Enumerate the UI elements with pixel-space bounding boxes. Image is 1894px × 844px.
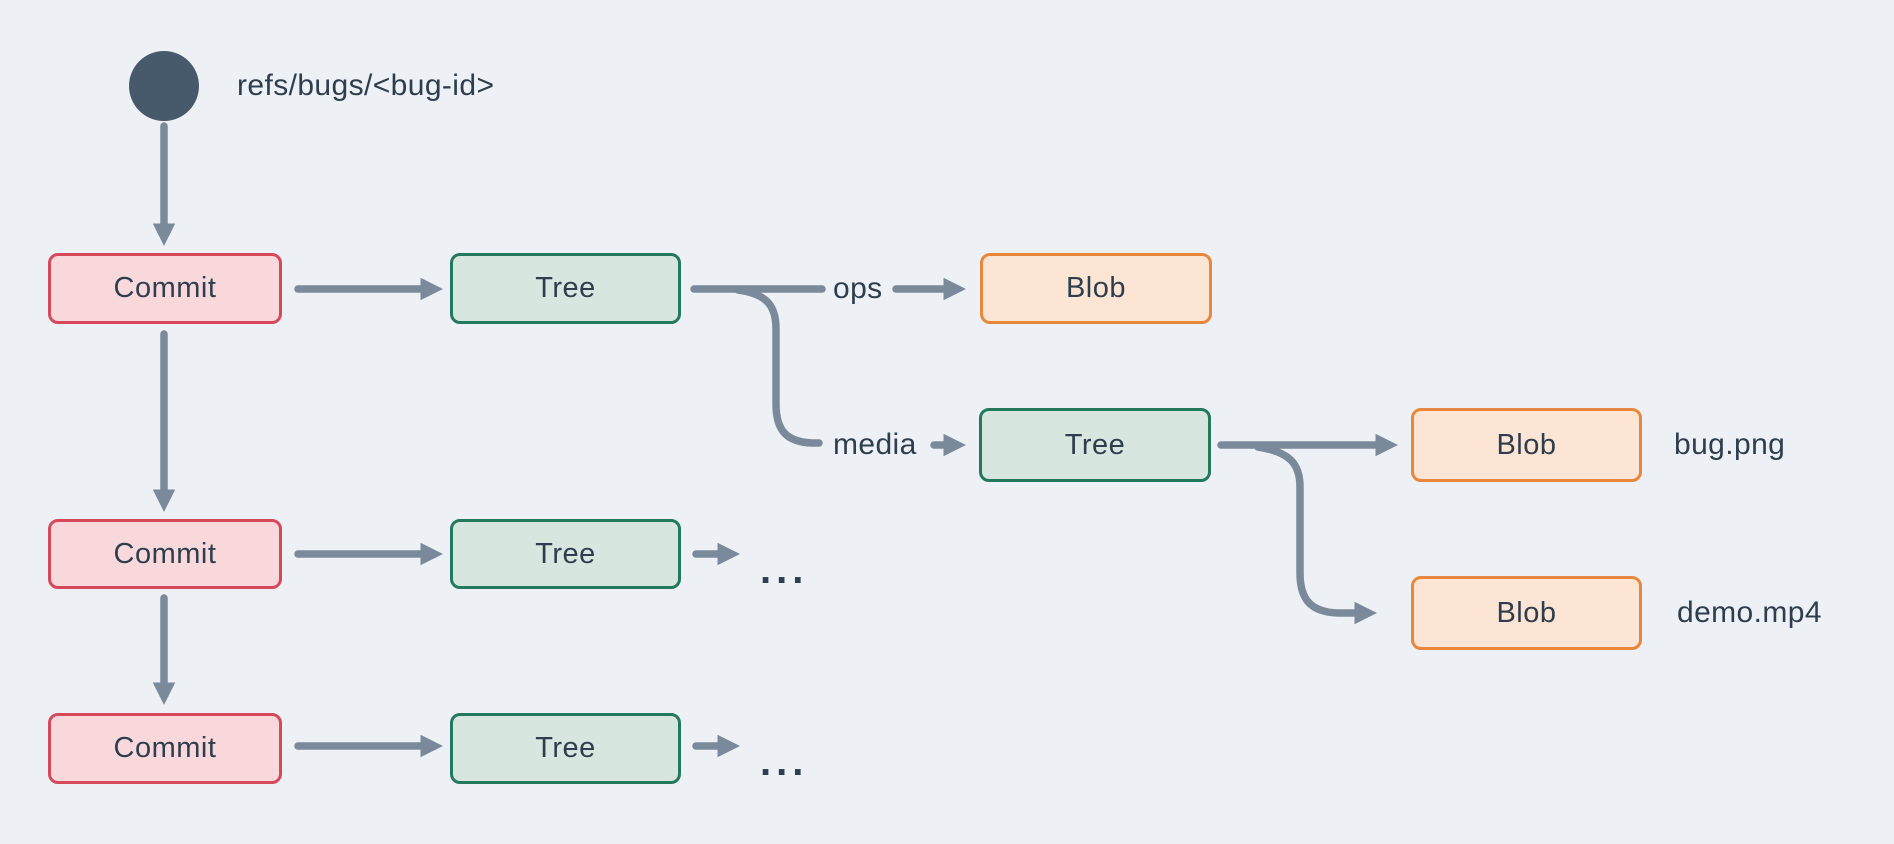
edge-label-ops: ops: [833, 272, 883, 305]
edge-tree1-to-media: [734, 286, 823, 447]
tree-node-2: Tree: [450, 519, 681, 589]
edge-label-media: media: [833, 428, 917, 461]
ref-dot-icon: [129, 51, 199, 121]
blob-node-ops: Blob: [980, 253, 1212, 324]
edge-mediatree-to-blob-demo: [1254, 443, 1377, 625]
ellipsis-row3: ...: [760, 740, 809, 784]
commit-node-1: Commit: [48, 253, 282, 324]
ellipsis-row2: ...: [760, 548, 809, 592]
blob-node-demo: Blob: [1411, 576, 1642, 650]
blob-node-bug: Blob: [1411, 408, 1642, 482]
tree-node-3: Tree: [450, 713, 681, 784]
file-label-demo: demo.mp4: [1677, 596, 1822, 629]
commit-node-3: Commit: [48, 713, 282, 784]
tree-node-media: Tree: [979, 408, 1211, 482]
commit-node-2: Commit: [48, 519, 282, 589]
file-label-bug: bug.png: [1674, 428, 1786, 461]
tree-node-1: Tree: [450, 253, 681, 324]
ref-label: refs/bugs/<bug-id>: [237, 69, 495, 102]
